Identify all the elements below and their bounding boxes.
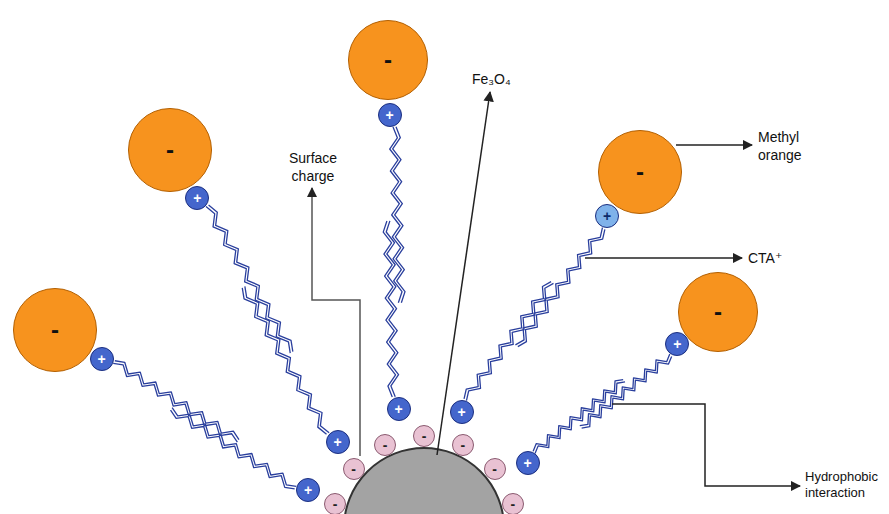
alkyl-tail [577, 351, 674, 431]
surface-charge-circle: - [413, 425, 435, 447]
alkyl-tail [168, 404, 298, 492]
label-text: Hydrophobic interaction [805, 469, 878, 500]
annotation-label: Hydrophobic interaction [805, 469, 885, 501]
surface-charge-circle: - [324, 493, 346, 514]
charge-sign: + [304, 483, 312, 497]
charge-sign: - [333, 497, 338, 511]
alkyl-tail [111, 357, 241, 445]
alkyl-tail [383, 221, 399, 397]
annotation-label: Methyl orange [758, 128, 820, 164]
cta-head-circle: + [296, 478, 320, 502]
label-text: Surface charge [289, 150, 337, 184]
charge-sign: + [193, 191, 201, 205]
charge-sign: + [97, 352, 105, 366]
cta-head-circle: + [90, 347, 114, 371]
annotation-label: Surface charge [281, 149, 345, 185]
cta-head-circle: + [450, 400, 474, 424]
charge-sign: - [422, 429, 427, 443]
charge-sign: - [166, 138, 174, 162]
charge-sign: - [511, 497, 516, 511]
charge-sign: + [523, 456, 531, 470]
charge-sign: - [714, 300, 722, 324]
annotation-label: CTA⁺ [748, 249, 782, 267]
leader-line [437, 92, 490, 455]
charge-sign: + [334, 435, 342, 449]
charge-sign: + [386, 108, 394, 122]
surface-charge-circle: - [484, 458, 506, 480]
alkyl-tail [461, 279, 557, 403]
label-text: Fe₃O₄ [472, 71, 511, 87]
cta-head-circle: + [185, 186, 209, 210]
surface-charge-circle: - [502, 493, 524, 514]
leader-line [612, 404, 800, 486]
methyl-orange-circle: - [13, 288, 97, 372]
methyl-orange-circle: - [678, 272, 758, 352]
cta-head-circle: + [665, 332, 689, 356]
alkyl-tail [239, 284, 333, 436]
annotation-label: Fe₃O₄ [472, 70, 511, 88]
surface-charge-circle: - [374, 434, 396, 456]
leader-line [312, 188, 360, 456]
methyl-orange-circle: - [348, 20, 428, 100]
charge-sign: - [383, 438, 388, 452]
charge-sign: + [603, 209, 611, 223]
charge-sign: - [351, 462, 356, 476]
charge-sign: + [673, 337, 681, 351]
surface-charge-circle: - [452, 434, 474, 456]
charge-sign: - [384, 48, 392, 72]
label-text: Methyl orange [758, 129, 802, 163]
cta-head-circle: + [326, 430, 350, 454]
alkyl-tail [531, 376, 628, 456]
label-text: CTA⁺ [748, 250, 782, 266]
fe3o4-particle [344, 448, 504, 514]
methyl-orange-circle: - [598, 130, 682, 214]
cta-head-circle: + [516, 451, 540, 475]
cta-head-circle: + [595, 204, 619, 228]
leader-line [585, 257, 742, 259]
cta-head-circle: + [387, 397, 411, 421]
alkyl-tail [389, 127, 405, 303]
charge-sign: + [395, 402, 403, 416]
surface-charge-circle: - [343, 458, 365, 480]
charge-sign: - [492, 462, 497, 476]
leader-line [676, 144, 752, 146]
charge-sign: - [461, 438, 466, 452]
alkyl-tail [512, 225, 608, 349]
methyl-orange-circle: - [128, 108, 212, 192]
cta-head-circle: + [378, 103, 402, 127]
alkyl-tail [203, 203, 297, 355]
charge-sign: + [458, 405, 466, 419]
charge-sign: - [51, 318, 59, 342]
charge-sign: - [636, 160, 644, 184]
